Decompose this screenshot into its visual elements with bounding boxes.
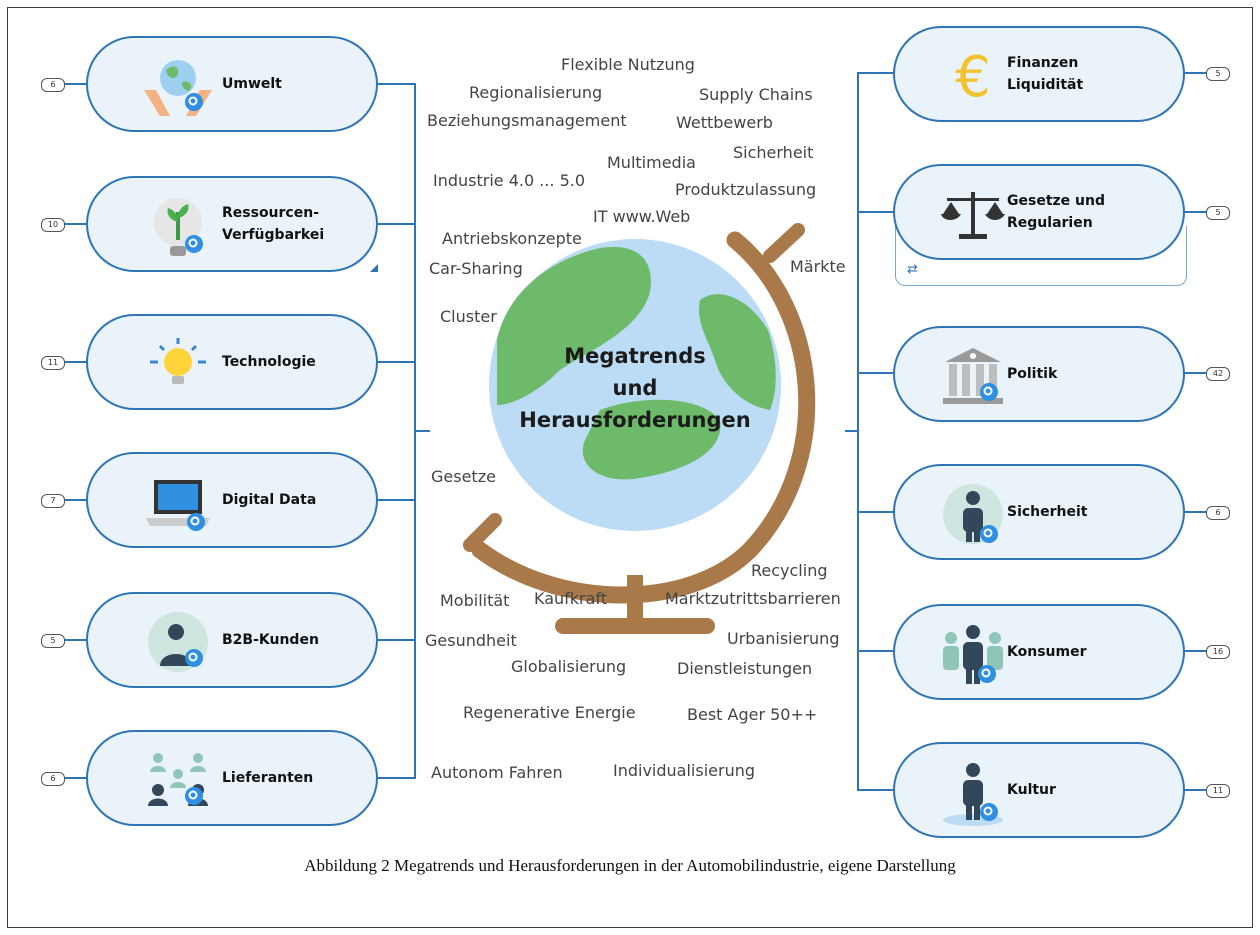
node-label: B2B-Kunden: [222, 632, 319, 648]
topic-node-ressourcen[interactable]: Ressourcen- Verfügbarkei: [86, 176, 378, 272]
keyword: Wettbewerb: [676, 113, 773, 132]
figure-caption: Abbildung 2 Megatrends und Herausforderu…: [304, 856, 956, 875]
topic-node-finanzen[interactable]: € Finanzen Liquidität: [893, 26, 1185, 122]
topic-node-sicherheit[interactable]: Sicherheit: [893, 464, 1185, 560]
lightbulb-icon: [150, 338, 206, 384]
node-label: Politik: [1007, 366, 1058, 382]
consumers-icon: [943, 625, 1003, 684]
keyword: Autonom Fahren: [431, 763, 563, 782]
keyword: Supply Chains: [699, 85, 813, 104]
topic-count-badge[interactable]: 42: [1206, 367, 1230, 381]
keyword: Produktzulassung: [675, 180, 817, 199]
government-building-icon: [943, 348, 1003, 404]
euro-icon: €: [955, 45, 991, 110]
globe-land: [698, 294, 776, 410]
center-title: Megatrends und Herausforderungen: [519, 344, 751, 432]
keyword: Antriebskonzepte: [442, 229, 582, 248]
keyword: Flexible Nutzung: [561, 55, 695, 74]
keyword: Kaufkraft: [534, 589, 608, 608]
keyword: Individualisierung: [613, 761, 756, 780]
keyword: Gesundheit: [425, 631, 517, 650]
svg-text:€: €: [955, 45, 991, 110]
figure-frame: [7, 7, 1253, 928]
node-label: Finanzen Liquidität: [1007, 55, 1084, 93]
keyword: IT www.Web: [593, 207, 691, 226]
keyword: Mobilität: [440, 591, 510, 610]
left-trunk-line: [378, 83, 416, 779]
keyword: Gesetze: [431, 467, 496, 486]
node-label: Digital Data: [222, 492, 317, 508]
topic-node-b2b-kunden[interactable]: B2B-Kunden: [86, 592, 378, 688]
globe-land: [497, 246, 651, 405]
expand-corner-icon[interactable]: [370, 264, 378, 272]
topic-node-umwelt[interactable]: Umwelt: [86, 36, 378, 132]
keyword: Car-Sharing: [429, 259, 523, 278]
node-label: Lieferanten: [222, 770, 314, 786]
keyword: Globalisierung: [511, 657, 627, 676]
culture-person-icon: [943, 763, 1003, 826]
node-label: Umwelt: [222, 76, 282, 92]
globe-land: [582, 399, 721, 480]
topic-node-kultur[interactable]: Kultur: [893, 742, 1185, 838]
node-label: Sicherheit: [1007, 504, 1088, 520]
keyword: Marktzutrittsbarrieren: [665, 589, 841, 608]
keyword: Urbanisierung: [727, 629, 840, 648]
business-person-icon: [148, 612, 208, 672]
topic-count-badge[interactable]: 5: [1206, 67, 1230, 81]
topic-count-badge[interactable]: 11: [1206, 784, 1230, 798]
keyword: Multimedia: [607, 153, 696, 172]
topic-count-badge[interactable]: 5: [1206, 206, 1230, 220]
plant-bulb-icon: [154, 198, 203, 256]
laptop-icon: [146, 480, 210, 531]
node-label: Technologie: [222, 354, 316, 370]
people-group-icon: [148, 753, 208, 806]
topic-node-politik[interactable]: Politik: [893, 326, 1185, 422]
node-label: Kultur: [1007, 782, 1056, 798]
topic-count-badge[interactable]: 6: [41, 78, 65, 92]
topic-count-badge[interactable]: 6: [41, 772, 65, 786]
keyword: Beziehungsmanagement: [427, 111, 627, 130]
keyword: Industrie 4.0 ... 5.0: [433, 171, 586, 190]
topic-node-digital-data[interactable]: Digital Data: [86, 452, 378, 548]
globe-stand: [471, 231, 816, 604]
globe-hands-icon: [144, 60, 212, 116]
keyword: Cluster: [440, 307, 497, 326]
right-trunk-line: [857, 72, 893, 791]
keyword: Sicherheit: [733, 143, 814, 162]
topic-node-technologie[interactable]: Technologie: [86, 314, 378, 410]
scales-icon: [941, 192, 1005, 239]
topic-count-badge[interactable]: 5: [41, 634, 65, 648]
swap-icon[interactable]: ⇄: [907, 262, 918, 277]
topic-node-konsumer[interactable]: Konsumer: [893, 604, 1185, 700]
globe-illustration: [463, 223, 816, 634]
node-label: Ressourcen- Verfügbarkei: [222, 205, 325, 243]
keyword: Regenerative Energie: [463, 703, 636, 722]
topic-node-gesetze[interactable]: Gesetze und Regularien: [893, 164, 1185, 260]
topic-count-badge[interactable]: 11: [41, 356, 65, 370]
keyword: Recycling: [751, 561, 828, 580]
keyword: Best Ager 50++: [687, 705, 818, 724]
node-label: Gesetze und Regularien: [1007, 193, 1105, 231]
node-label: Konsumer: [1007, 644, 1087, 660]
topic-count-badge[interactable]: 6: [1206, 506, 1230, 520]
topic-count-badge[interactable]: 7: [41, 494, 65, 508]
keyword: Märkte: [790, 257, 846, 276]
security-person-icon: [943, 484, 1003, 544]
topic-node-lieferanten[interactable]: Lieferanten: [86, 730, 378, 826]
keyword: Dienstleistungen: [677, 659, 813, 678]
topic-count-badge[interactable]: 16: [1206, 645, 1230, 659]
topic-count-badge[interactable]: 10: [41, 218, 65, 232]
gesetze-detail-box: [895, 226, 1187, 286]
keyword: Regionalisierung: [469, 83, 603, 102]
